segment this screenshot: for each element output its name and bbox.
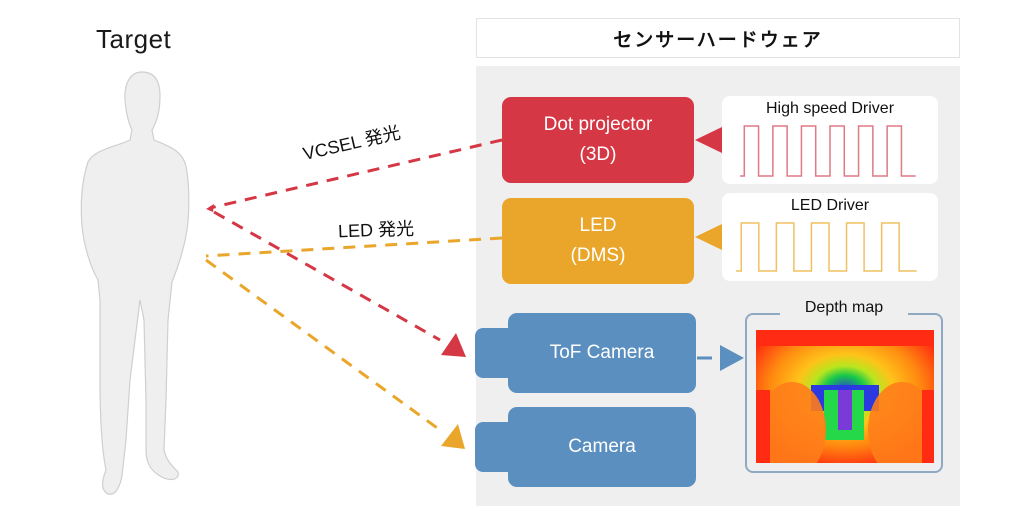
camera-label: Camera [568,435,636,457]
driver-arrows [695,127,722,250]
led-label: LED [579,214,617,236]
tof-camera-block: ToF Camera [508,313,696,393]
tof-to-depth-arrow [697,345,744,371]
led-pulse-wave [736,222,917,272]
dot-projector-block: Dot projector (3D) [502,97,694,183]
high-speed-pulse-wave [740,125,916,177]
red-triangle-icon [695,127,722,153]
vcsel-beam [206,138,503,357]
pulse-line [736,222,917,272]
led-driver-box: LED Driver [722,193,938,281]
tof-camera-label: ToF Camera [549,341,655,363]
pulse-line [740,125,916,177]
high-speed-driver-box: High speed Driver [722,96,938,184]
orange-triangle-icon [695,224,722,250]
red-arrowhead-icon [441,333,466,357]
header-title: センサーハードウェア [613,28,823,51]
target-title: Target [96,24,172,54]
depth-map-title: Depth map [780,299,908,317]
orange-arrowhead-icon [441,424,465,449]
led-sublabel: (DMS) [570,245,626,266]
camera-block: Camera [508,407,696,487]
led-block: LED (DMS) [502,198,694,284]
blue-triangle-icon [720,345,744,371]
header-title-box: センサーハードウェア [476,18,960,58]
led-driver-title: LED Driver [790,197,870,214]
high-speed-driver-title: High speed Driver [765,100,895,117]
depth-map-image [756,330,934,463]
dot-projector-sublabel: (3D) [579,144,617,165]
led-emission-label: LED 発光 [337,218,415,242]
led-beam [205,236,503,449]
dot-projector-label: Dot projector [543,113,653,135]
